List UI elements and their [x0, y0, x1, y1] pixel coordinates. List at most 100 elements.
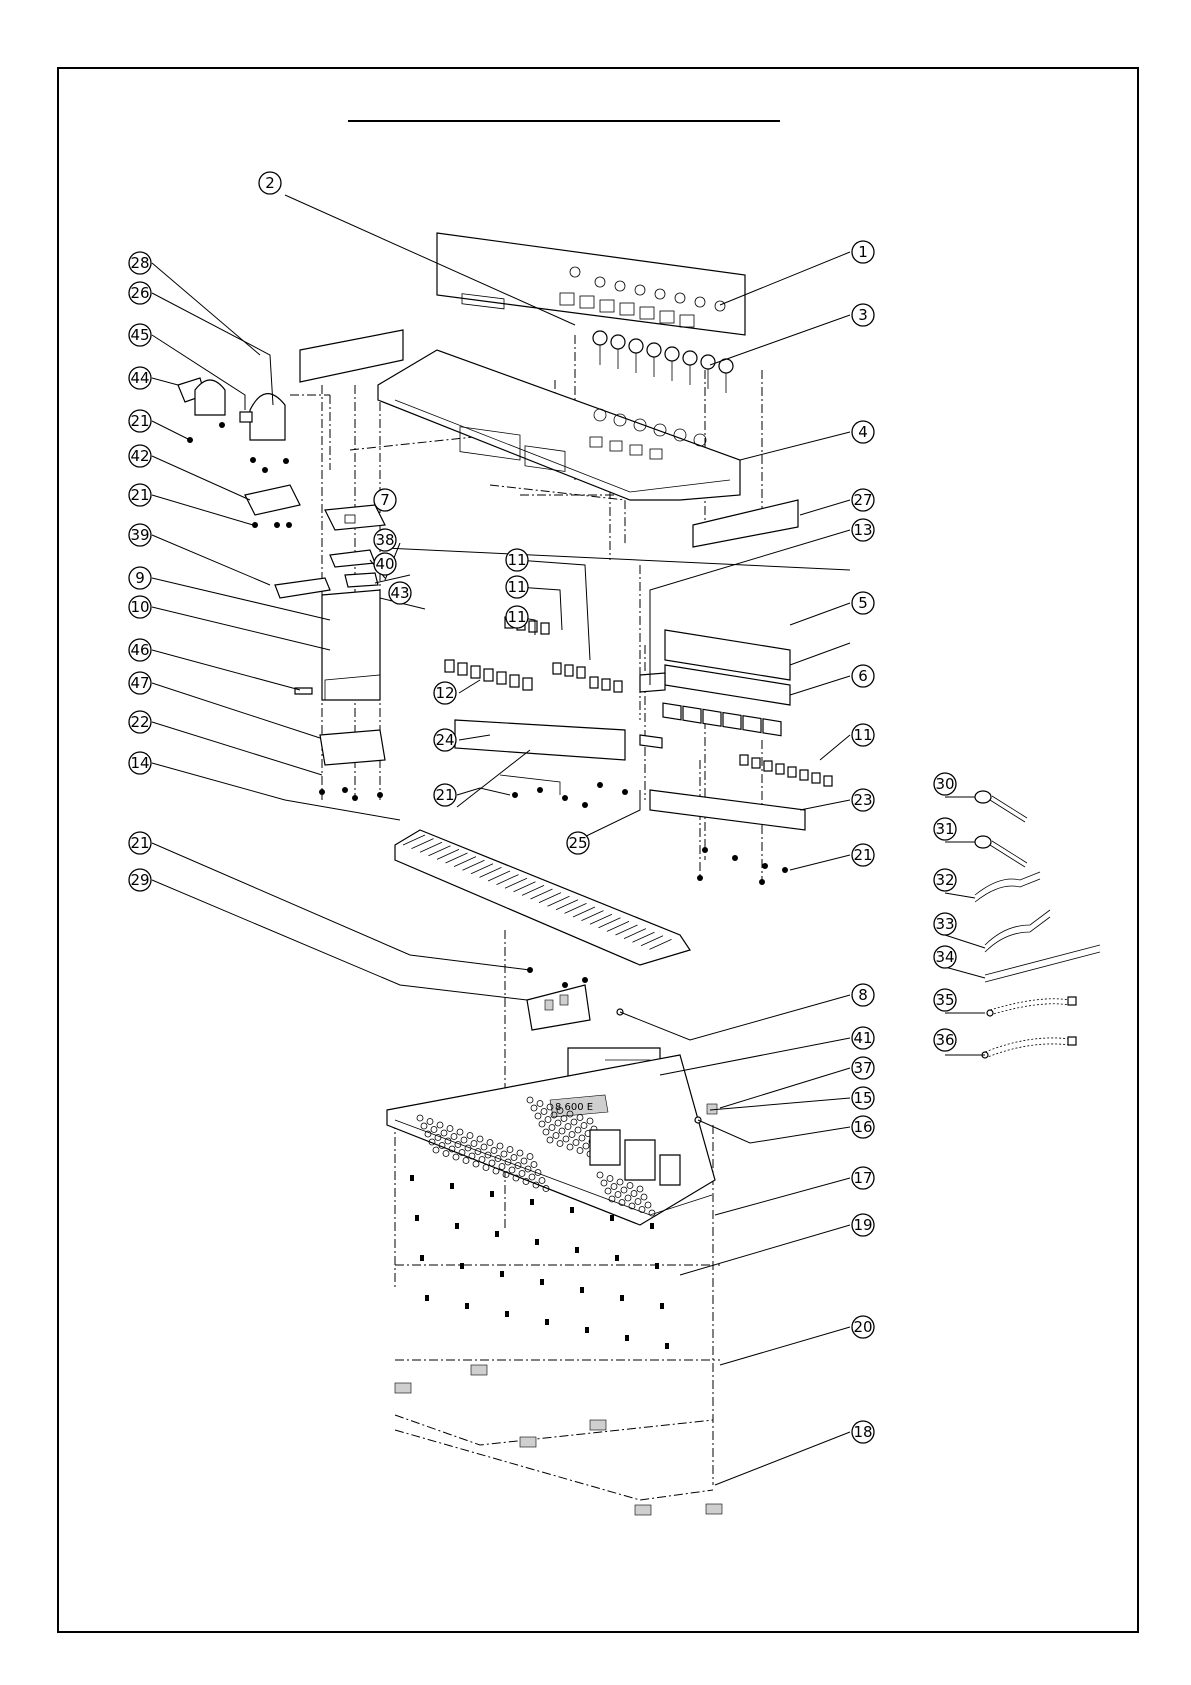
- callout-c25: 25: [567, 832, 589, 854]
- callout-number: 21: [130, 834, 149, 852]
- callout-number: 13: [853, 521, 872, 539]
- callout-number: 21: [435, 786, 454, 804]
- callout-c41: 41: [852, 1027, 874, 1049]
- callout-number: 15: [853, 1089, 872, 1107]
- callout-number: 47: [130, 674, 149, 692]
- callout-number: 2: [265, 174, 275, 192]
- callout-number: 30: [935, 775, 954, 793]
- callout-number: 21: [130, 412, 149, 430]
- callout-number: 35: [935, 991, 954, 1009]
- callout-balloons: 1234567891011111111121314151617181920212…: [129, 172, 956, 1443]
- callout-number: 25: [568, 834, 587, 852]
- callout-c16: 16: [852, 1116, 874, 1138]
- callout-number: 26: [130, 284, 149, 302]
- callout-number: 36: [935, 1031, 954, 1049]
- callout-number: 22: [130, 713, 149, 731]
- callout-c3: 3: [852, 304, 874, 326]
- callout-number: 1: [858, 243, 868, 261]
- callout-number: 6: [858, 667, 868, 685]
- callout-c6: 6: [852, 665, 874, 687]
- callout-number: 38: [375, 531, 394, 549]
- callout-c29: 29: [129, 869, 151, 891]
- callout-number: 11: [507, 551, 526, 569]
- callout-number: 45: [130, 326, 149, 344]
- callout-number: 9: [135, 569, 145, 587]
- callout-c21a: 21: [129, 410, 151, 432]
- callout-c11c: 11: [506, 606, 528, 628]
- callout-number: 37: [853, 1059, 872, 1077]
- callout-c2: 2: [259, 172, 281, 194]
- callout-c47: 47: [129, 672, 151, 694]
- callout-c21c: 21: [434, 784, 456, 806]
- feet-and-screws: [395, 1175, 722, 1515]
- callout-number: 33: [935, 915, 954, 933]
- callout-number: 32: [935, 871, 954, 889]
- callout-c28: 28: [129, 252, 151, 274]
- callout-number: 31: [935, 820, 954, 838]
- callout-number: 27: [853, 491, 872, 509]
- callout-c40: 40: [374, 553, 396, 575]
- left-bracket-assembly: [178, 378, 385, 801]
- callout-c32: 32: [934, 869, 956, 891]
- callout-number: 42: [130, 447, 149, 465]
- callout-number: 8: [858, 986, 868, 1004]
- callout-c12: 12: [434, 682, 456, 704]
- callout-c5: 5: [852, 592, 874, 614]
- callout-c39: 39: [129, 524, 151, 546]
- callout-number: 24: [435, 731, 454, 749]
- callout-number: 7: [380, 491, 390, 509]
- callout-number: 18: [853, 1423, 872, 1441]
- callout-c11a: 11: [506, 549, 528, 571]
- callout-number: 21: [853, 846, 872, 864]
- main-pcb: [527, 967, 623, 1030]
- callout-number: 21: [130, 486, 149, 504]
- callout-number: 12: [435, 684, 454, 702]
- callout-c4: 4: [852, 421, 874, 443]
- callout-number: 14: [130, 754, 149, 772]
- callout-number: 10: [130, 598, 149, 616]
- keyboard: [395, 830, 690, 965]
- callout-number: 46: [130, 641, 149, 659]
- callout-number: 11: [507, 608, 526, 626]
- rotary-knobs: [593, 331, 733, 393]
- callout-c22: 22: [129, 711, 151, 733]
- callout-number: 3: [858, 306, 868, 324]
- callout-c19: 19: [852, 1214, 874, 1236]
- callout-c13: 13: [852, 519, 874, 541]
- right-button-board: [640, 630, 832, 885]
- callout-c35: 35: [934, 989, 956, 1011]
- callout-number: 11: [853, 726, 872, 744]
- callout-number: 19: [853, 1216, 872, 1234]
- callout-number: 11: [507, 578, 526, 596]
- callout-c20: 20: [852, 1316, 874, 1338]
- callout-number: 41: [853, 1029, 872, 1047]
- center-switch-board: [445, 617, 662, 808]
- callout-number: 20: [853, 1318, 872, 1336]
- callout-number: 44: [130, 369, 149, 387]
- callout-c33: 33: [934, 913, 956, 935]
- top-case: [378, 350, 740, 500]
- callout-c42: 42: [129, 445, 151, 467]
- callout-number: 5: [858, 594, 868, 612]
- callout-number: 28: [130, 254, 149, 272]
- callout-number: 17: [853, 1169, 872, 1187]
- callout-c24: 24: [434, 729, 456, 751]
- callout-c9: 9: [129, 567, 151, 589]
- callout-c1: 1: [852, 241, 874, 263]
- callout-c14: 14: [129, 752, 151, 774]
- callout-c8: 8: [852, 984, 874, 1006]
- callout-c17: 17: [852, 1167, 874, 1189]
- callout-c7: 7: [374, 489, 396, 511]
- bottom-case: 8 600 E: [387, 1055, 717, 1225]
- callout-c11d: 11: [852, 724, 874, 746]
- callout-c44: 44: [129, 367, 151, 389]
- callout-number: 34: [935, 948, 954, 966]
- callout-number: 40: [375, 555, 394, 573]
- callout-c15: 15: [852, 1087, 874, 1109]
- callout-c27: 27: [852, 489, 874, 511]
- callout-c21d: 21: [129, 832, 151, 854]
- callout-c38: 38: [374, 529, 396, 551]
- callout-number: 4: [858, 423, 868, 441]
- callout-c26: 26: [129, 282, 151, 304]
- callout-c43: 43: [389, 582, 411, 604]
